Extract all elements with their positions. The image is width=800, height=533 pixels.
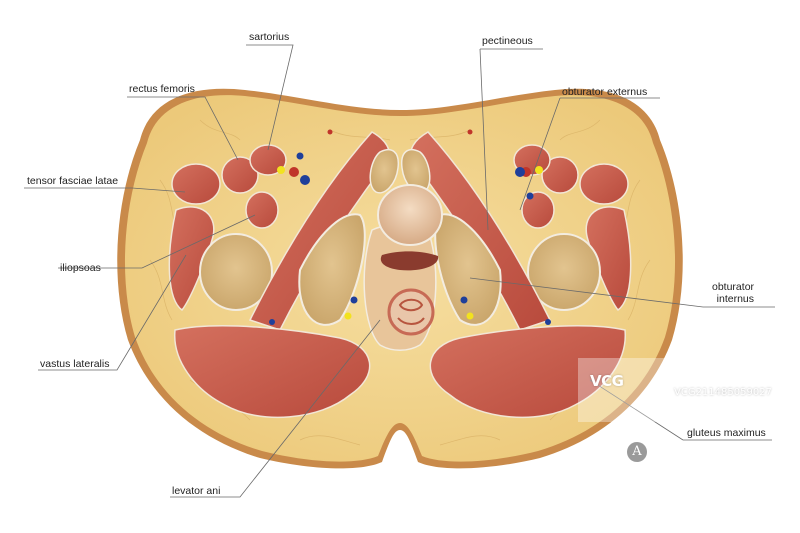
- vessels-and-nerves: [269, 129, 551, 325]
- bladder: [377, 184, 443, 246]
- right-vastus-lateralis: [585, 206, 632, 312]
- label-rectus-femoris: rectus femoris: [129, 83, 195, 95]
- left-gluteal-vessel: [269, 319, 275, 325]
- right-gluteus-maximus: [429, 325, 626, 419]
- left-sartorius: [249, 144, 287, 176]
- right-femoral-vein: [515, 167, 525, 177]
- left-thigh: [168, 131, 390, 419]
- left-vastus-lateralis: [168, 206, 215, 312]
- label-vastus-lateralis: vastus lateralis: [40, 358, 110, 370]
- leader-rectus-femoris: [127, 96, 239, 161]
- right-femur: [527, 233, 601, 311]
- left-small-vessel: [296, 152, 304, 160]
- right-small-vessel: [526, 192, 534, 200]
- pelvic-organs: [363, 184, 443, 351]
- left-iliopsoas: [245, 191, 279, 229]
- watermark-id: VCG211485059027: [674, 387, 772, 398]
- left-obturator-vessel: [350, 296, 358, 304]
- label-sartorius: sartorius: [249, 31, 290, 43]
- leader-levator-ani: [170, 319, 381, 498]
- right-iliopsoas: [521, 191, 555, 229]
- right-gluteal-vessel: [545, 319, 551, 325]
- left-rectus-femoris: [221, 156, 259, 194]
- leader-obturator-internus: [469, 277, 775, 308]
- left-femoral-vein: [300, 175, 310, 185]
- top-left-artery: [327, 129, 333, 135]
- watermark-logo: VCG: [590, 372, 624, 390]
- left-pubis: [369, 148, 400, 194]
- pubic-region: [369, 148, 431, 194]
- leader-vastus-lateralis: [38, 254, 187, 371]
- leader-iliopsoas: [58, 214, 256, 269]
- right-obturator-vessel: [460, 296, 468, 304]
- left-femoral-artery: [289, 167, 299, 177]
- rectum: [387, 288, 435, 336]
- top-right-artery: [467, 129, 473, 135]
- left-femoral-nerve: [277, 166, 285, 174]
- label-obturator-internus: obturator internus: [712, 281, 755, 305]
- left-ischium: [298, 213, 366, 326]
- leader-lines: [24, 44, 775, 498]
- leader-obturator-externus: [519, 97, 660, 211]
- leader-sartorius: [246, 44, 294, 151]
- right-rectus-femoris: [541, 156, 579, 194]
- right-thigh: [410, 131, 632, 419]
- label-iliopsoas: iliopsoas: [60, 262, 101, 274]
- letter-badge: A: [627, 442, 647, 462]
- right-ischium: [434, 213, 502, 326]
- left-obturator-nerve: [344, 312, 352, 320]
- right-tensor-fasciae-latae: [579, 163, 629, 205]
- label-pectineous: pectineous: [482, 35, 533, 47]
- leader-tensor-fasciae-latae: [24, 187, 186, 193]
- watermark: VCG VCG211485059027: [578, 358, 800, 422]
- vagina: [380, 251, 439, 271]
- leader-gluteus-maximus: [589, 379, 772, 441]
- label-tensor-fasciae-latae: tensor fasciae latae: [27, 175, 119, 187]
- right-obturator-nerve: [466, 312, 474, 320]
- label-gluteus-maximus: gluteus maximus: [687, 427, 766, 439]
- label-levator-ani: levator ani: [172, 485, 221, 497]
- left-tensor-fasciae-latae: [171, 163, 221, 205]
- rectum-folds: [397, 298, 425, 325]
- left-femur: [199, 233, 273, 311]
- right-femoral-nerve: [535, 166, 543, 174]
- leader-pectineous: [479, 48, 543, 231]
- label-obturator-externus: obturator externus: [562, 86, 648, 98]
